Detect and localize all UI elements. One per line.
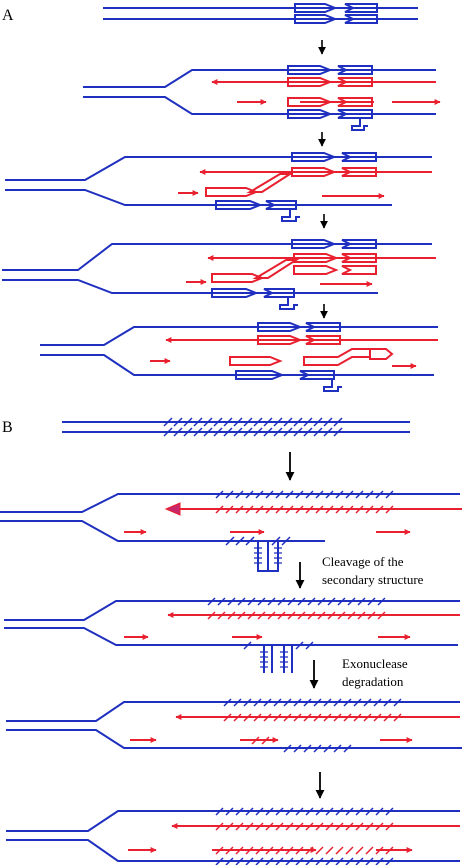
template-switch <box>246 173 294 193</box>
cleavage-label-line-2: secondary structure <box>322 572 424 587</box>
panel-b-label: B <box>2 419 13 436</box>
template-strand-top <box>6 810 460 832</box>
template-strand-bottom <box>6 729 462 749</box>
panel-a-step-4 <box>2 239 436 310</box>
secondary-structure <box>323 379 342 392</box>
repeat-tract <box>163 417 343 437</box>
panel-b-step-5 <box>6 807 460 865</box>
template-strand-bottom <box>83 96 436 115</box>
template-strand-bottom <box>0 520 325 542</box>
secondary-structure <box>257 541 279 572</box>
template-strand-bottom <box>2 279 378 294</box>
panel-a: A <box>2 3 441 392</box>
template-strand-top <box>4 600 460 621</box>
panel-b: B <box>0 417 462 865</box>
panel-b-step-3 <box>4 597 460 673</box>
panel-a-step-3 <box>5 152 432 222</box>
panel-a-label: A <box>2 7 14 24</box>
leading-strand-3prime-end <box>164 502 181 516</box>
panel-a-step-5 <box>40 322 438 392</box>
panel-b-step-1 <box>62 417 410 437</box>
template-strand-top <box>5 156 432 181</box>
secondary-structure <box>279 297 298 310</box>
cleavage-label-line-1: Cleavage of the <box>322 554 404 569</box>
secondary-structure <box>351 118 368 131</box>
secondary-structure <box>281 209 300 222</box>
template-strand-bottom <box>4 627 458 646</box>
cleaved-secondary-structure <box>263 645 293 673</box>
template-strand-top <box>2 243 432 271</box>
panel-a-step-2 <box>83 65 441 131</box>
exonuclease-label-line-2: degradation <box>342 674 404 689</box>
template-strand-top <box>40 326 438 346</box>
panel-b-step-4 <box>6 698 462 753</box>
exonuclease-label-line-1: Exonuclease <box>342 656 408 671</box>
template-strand-top <box>6 701 460 722</box>
panel-a-step-1 <box>103 3 418 24</box>
template-strand-top <box>83 69 436 88</box>
panel-b-step-2 <box>0 490 462 572</box>
template-strand-bottom <box>5 189 392 206</box>
hairpin-element <box>294 3 378 24</box>
